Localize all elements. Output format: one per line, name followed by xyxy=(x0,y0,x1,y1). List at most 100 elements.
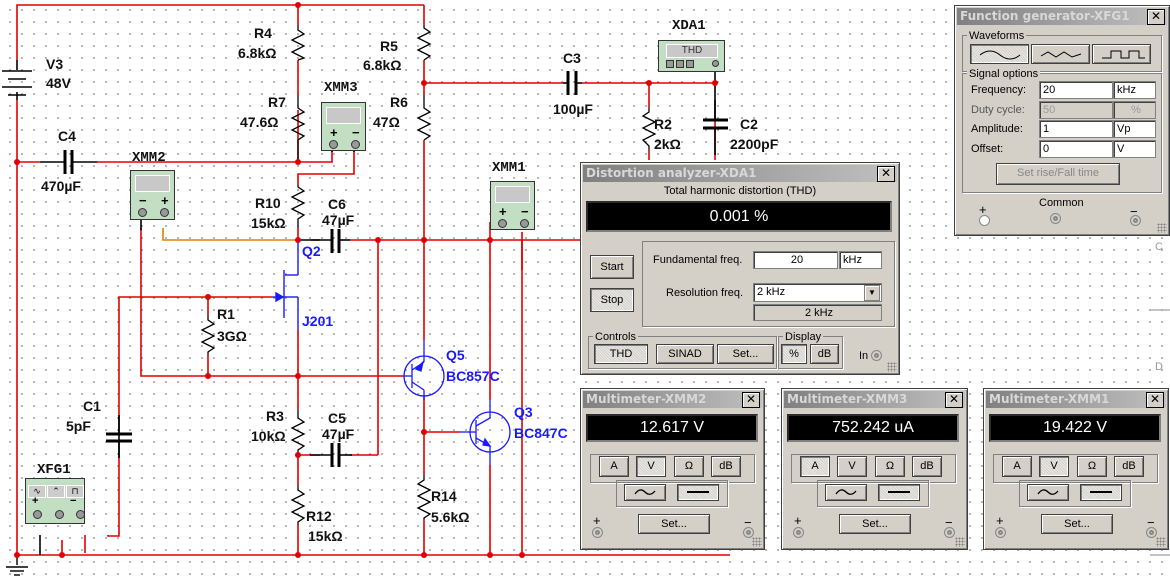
waveform-square-button[interactable] xyxy=(1092,44,1151,64)
function-generator-window: Function generator-XFG1 ✕ Waveforms Sign… xyxy=(954,5,1170,236)
close-button[interactable]: ✕ xyxy=(877,166,895,182)
percent-button[interactable]: % xyxy=(781,344,807,364)
ac-button[interactable] xyxy=(624,484,666,501)
resize-grip[interactable] xyxy=(955,537,965,547)
voltmeter-mode-button[interactable]: V xyxy=(636,456,666,477)
terminal-plus[interactable] xyxy=(592,527,603,538)
terminal-minus[interactable] xyxy=(1146,527,1157,538)
terminal-minus-label: − xyxy=(744,515,752,530)
set-button[interactable]: Set... xyxy=(839,514,911,534)
resolution-freq-select[interactable]: 2 kHz ▼ xyxy=(753,283,882,302)
db-button[interactable]: dB xyxy=(810,344,839,364)
ammeter-mode-button[interactable]: A xyxy=(1002,456,1032,477)
c6-ref: C6 xyxy=(328,196,346,212)
distortion-analyzer-xda1-icon[interactable]: THD xyxy=(658,40,725,72)
fundamental-freq-input[interactable]: 20 xyxy=(753,251,838,269)
multimeter-titlebar[interactable]: Multimeter-XMM1✕ xyxy=(986,391,1166,408)
c3-ref: C3 xyxy=(563,50,581,66)
thd-button[interactable]: THD xyxy=(594,344,648,364)
dc-button[interactable] xyxy=(878,484,920,501)
close-button[interactable]: ✕ xyxy=(742,392,760,408)
r10-ref: R10 xyxy=(255,195,281,211)
resistor-r1-symbol xyxy=(200,315,216,355)
ac-button[interactable] xyxy=(1027,484,1069,501)
terminal-plus[interactable] xyxy=(793,527,804,538)
ac-button[interactable] xyxy=(825,484,867,501)
voltmeter-mode-button[interactable]: V xyxy=(837,456,867,477)
close-button[interactable]: ✕ xyxy=(1147,9,1165,25)
offset-unit[interactable]: V xyxy=(1113,140,1156,158)
multimeter-titlebar[interactable]: Multimeter-XMM2✕ xyxy=(583,391,762,408)
function-generator-xfg1-icon[interactable]: ∿ ⌃ ⊓ + − xyxy=(25,478,85,524)
ohmmeter-mode-button[interactable]: Ω xyxy=(1077,456,1107,477)
v3-ref: V3 xyxy=(46,56,64,72)
terminal-plus[interactable] xyxy=(979,215,990,226)
xfg1-ref: XFG1 xyxy=(37,462,71,478)
voltmeter-mode-button[interactable]: V xyxy=(1039,456,1069,477)
set-button[interactable]: Set... xyxy=(638,514,710,534)
thd-heading: Total harmonic distortion (THD) xyxy=(663,185,817,197)
ammeter-mode-button[interactable]: A xyxy=(800,456,830,477)
resize-grip[interactable] xyxy=(1157,223,1167,233)
resistor-r7-symbol xyxy=(290,95,306,162)
amplitude-unit[interactable]: Vp xyxy=(1113,120,1156,138)
close-button[interactable]: ✕ xyxy=(1146,392,1164,408)
sinad-button[interactable]: SINAD xyxy=(656,344,714,364)
amplitude-input[interactable]: 1 xyxy=(1039,120,1113,138)
frequency-unit[interactable]: kHz xyxy=(1113,81,1156,99)
decibel-mode-button[interactable]: dB xyxy=(711,456,741,477)
offset-input[interactable]: 0 xyxy=(1039,140,1113,158)
resize-grip[interactable] xyxy=(1156,537,1166,547)
q5-value: BC857C xyxy=(446,368,500,384)
pin-plus-label: + xyxy=(32,495,39,507)
dc-button[interactable] xyxy=(677,484,719,501)
waveform-sine-button[interactable] xyxy=(970,44,1029,64)
square-wave-icon: ⊓ xyxy=(66,485,84,498)
c3-value: 100µF xyxy=(553,101,593,117)
distortion-analyzer-titlebar[interactable]: Distortion analyzer-XDA1 ✕ xyxy=(583,165,897,182)
resistor-r10-symbol xyxy=(290,185,306,228)
fundamental-freq-unit[interactable]: kHz xyxy=(839,251,882,269)
signal-type-group xyxy=(1019,480,1131,507)
terminal-minus[interactable] xyxy=(944,527,955,538)
resize-grip[interactable] xyxy=(887,362,897,372)
junction-dots xyxy=(14,2,718,558)
frequency-input[interactable]: 20 xyxy=(1039,81,1113,99)
terminal-common[interactable] xyxy=(1050,213,1061,224)
ammeter-mode-button[interactable]: A xyxy=(599,456,629,477)
dc-line-icon xyxy=(1090,491,1112,493)
close-button[interactable]: ✕ xyxy=(945,392,963,408)
waveform-triangle-button[interactable] xyxy=(1031,44,1090,64)
function-generator-titlebar[interactable]: Function generator-XFG1 ✕ xyxy=(957,8,1167,25)
terminal-plus[interactable] xyxy=(995,527,1006,538)
stop-button[interactable]: Stop xyxy=(590,288,634,312)
signal-options-label: Signal options xyxy=(967,68,1041,80)
ohmmeter-mode-button[interactable]: Ω xyxy=(674,456,704,477)
start-button[interactable]: Start xyxy=(590,255,634,279)
pin-minus-label: − xyxy=(352,125,360,140)
resize-grip[interactable] xyxy=(752,537,762,547)
chevron-down-icon[interactable]: ▼ xyxy=(864,285,880,301)
terminal-minus[interactable] xyxy=(743,527,754,538)
input-terminal[interactable] xyxy=(871,350,882,361)
decibel-mode-button[interactable]: dB xyxy=(1114,456,1144,477)
multimeter-xmm1-icon[interactable]: + − xyxy=(490,181,535,230)
mode-group xyxy=(791,454,956,483)
r7-value: 47.6Ω xyxy=(240,114,279,130)
terminal-minus[interactable] xyxy=(1130,215,1141,226)
set-button[interactable]: Set... xyxy=(717,344,774,364)
display-label: Display xyxy=(783,331,824,343)
q3-value: BC847C xyxy=(514,425,568,441)
triangle-wave-icon: ⌃ xyxy=(47,485,65,498)
ohmmeter-mode-button[interactable]: Ω xyxy=(875,456,905,477)
multimeter-titlebar[interactable]: Multimeter-XMM3✕ xyxy=(784,391,965,408)
dc-button[interactable] xyxy=(1080,484,1122,501)
r6-ref: R6 xyxy=(390,94,408,110)
transistor-q3-symbol xyxy=(460,400,511,465)
multimeter-xmm2-icon[interactable]: − + xyxy=(130,170,175,220)
resolution-freq-label: Resolution freq. xyxy=(666,287,744,299)
set-button[interactable]: Set... xyxy=(1041,514,1113,534)
multimeter-xmm3-icon[interactable]: + − xyxy=(321,102,366,151)
signal-options-group xyxy=(962,73,1162,193)
decibel-mode-button[interactable]: dB xyxy=(912,456,942,477)
